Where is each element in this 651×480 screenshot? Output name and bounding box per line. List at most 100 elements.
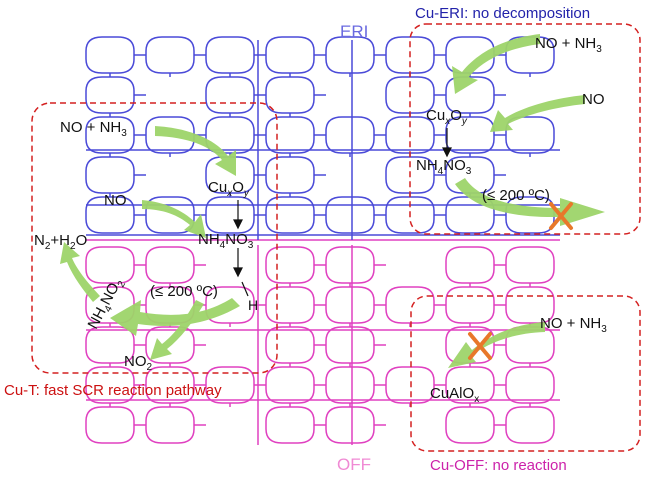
- off-cage: [445, 406, 495, 444]
- eri-cage: [265, 156, 315, 194]
- cut-no2: NO2: [124, 353, 153, 373]
- eri-cage: [385, 156, 435, 194]
- eri-cage: [445, 196, 495, 234]
- cut-arrow-to-nh4no2: [110, 298, 240, 336]
- cu-t-region-box: [31, 102, 278, 374]
- cut-temperature: (≤ 200 ºC): [150, 283, 218, 300]
- cut-down-arrow-2-head: [233, 267, 243, 278]
- off-framework-label: OFF: [337, 455, 371, 474]
- off-cage: [325, 286, 375, 324]
- off-cage: [505, 366, 555, 404]
- eri-arrow-reactant-2: [490, 95, 585, 132]
- off-cage: [445, 246, 495, 284]
- off-cage: [145, 246, 195, 284]
- eri-reactant-1: NO + NH3: [535, 35, 602, 55]
- off-cage: [85, 366, 135, 404]
- cut-arrow-reactant-2: [142, 200, 206, 238]
- eri-product: NH4NO3: [416, 157, 472, 177]
- eri-cage: [205, 36, 255, 74]
- off-arrow-reactant: [448, 322, 545, 368]
- eri-cage: [85, 116, 135, 154]
- off-cage: [85, 406, 135, 444]
- off-cage: [205, 286, 255, 324]
- eri-cage: [145, 36, 195, 74]
- cut-down-arrow-head: [233, 219, 243, 230]
- cu-eri-region-box: [409, 23, 641, 235]
- cut-arrow-to-no2: [150, 300, 204, 360]
- eri-down-arrow-head: [442, 147, 452, 158]
- eri-active-site: CuxOy: [426, 107, 468, 127]
- eri-cage: [85, 76, 135, 114]
- cu-t-title: Cu-T: fast SCR reaction pathway: [4, 382, 222, 399]
- eri-cage: [205, 76, 255, 114]
- cu-off-title: Cu-OFF: no reaction: [430, 457, 567, 474]
- off-cage: [505, 246, 555, 284]
- cut-arrow-reactant-1: [155, 126, 236, 176]
- blocked-markers: [468, 202, 573, 360]
- off-cage: [145, 406, 195, 444]
- eri-cage: [445, 116, 495, 154]
- reaction-arrows: [60, 34, 605, 368]
- off-cage: [145, 366, 195, 404]
- off-cage: [85, 246, 135, 284]
- eri-cage: [505, 196, 555, 234]
- off-cage: [325, 326, 375, 364]
- cut-products: N2+H2O: [34, 232, 87, 252]
- off-cage: [325, 406, 375, 444]
- off-site: CuAlOx: [430, 385, 479, 405]
- eri-cage: [325, 36, 375, 74]
- cut-h-bond: [241, 281, 249, 297]
- eri-cage: [85, 36, 135, 74]
- mechanism-arrows: [233, 128, 452, 297]
- eri-cage: [385, 116, 435, 154]
- off-cage: [205, 366, 255, 404]
- eri-cage: [385, 76, 435, 114]
- eri-cage: [265, 196, 315, 234]
- cut-reactant-2: NO: [104, 192, 127, 209]
- cut-hydrogen: H: [248, 297, 258, 313]
- off-cage: [505, 406, 555, 444]
- zeolite-framework-lattice: [85, 36, 560, 445]
- cut-active-site: CuxOy: [208, 179, 250, 199]
- eri-cage: [265, 116, 315, 154]
- eri-cage: [385, 196, 435, 234]
- off-cage: [265, 246, 315, 284]
- eri-framework-label: ERI: [340, 22, 368, 41]
- eri-reactant-2: NO: [582, 91, 605, 108]
- off-cross-icon: [468, 332, 492, 360]
- eri-cage: [265, 76, 315, 114]
- off-cage: [145, 326, 195, 364]
- off-cage: [265, 326, 315, 364]
- eri-cage: [505, 36, 555, 74]
- off-cage: [445, 286, 495, 324]
- off-cage: [445, 366, 495, 404]
- off-cage: [265, 286, 315, 324]
- cu-eri-title: Cu-ERI: no decomposition: [415, 5, 590, 22]
- cu-off-region-box: [410, 295, 641, 452]
- off-reactant: NO + NH3: [540, 315, 607, 335]
- eri-cage: [85, 196, 135, 234]
- eri-cage: [265, 36, 315, 74]
- eri-temperature: (≤ 200 ºC): [482, 187, 550, 204]
- off-cage: [325, 246, 375, 284]
- off-cage: [265, 406, 315, 444]
- eri-cage: [205, 156, 255, 194]
- off-cage: [385, 286, 435, 324]
- cut-reactant-1: NO + NH3: [60, 119, 127, 139]
- eri-cage: [205, 196, 255, 234]
- off-cage: [385, 366, 435, 404]
- eri-cage: [85, 156, 135, 194]
- cut-intermediate: NH4NO3: [198, 231, 254, 251]
- off-cage: [85, 326, 135, 364]
- eri-cage: [385, 36, 435, 74]
- eri-cross-icon: [549, 202, 573, 230]
- off-cage: [265, 366, 315, 404]
- cut-arrow-to-n2: [60, 242, 100, 302]
- off-cage: [325, 366, 375, 404]
- eri-cage: [445, 156, 495, 194]
- eri-arrow-product: [455, 178, 605, 226]
- eri-cage: [325, 116, 375, 154]
- eri-cage: [325, 196, 375, 234]
